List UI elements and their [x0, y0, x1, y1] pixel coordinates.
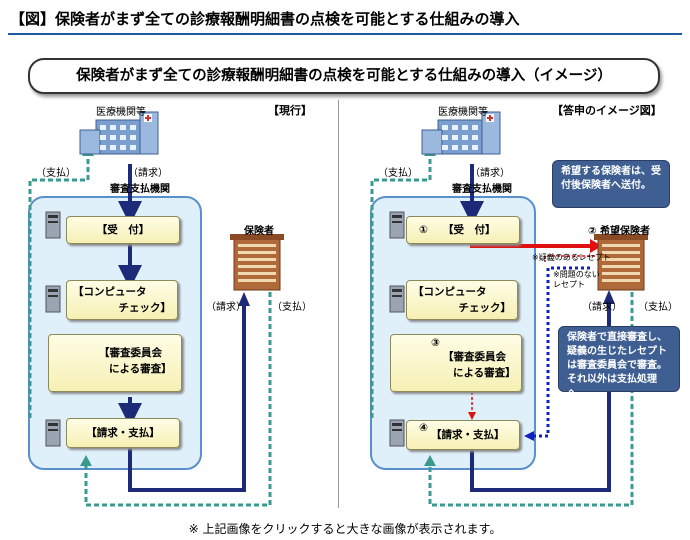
left-insurer-label: 保険者 [244, 226, 274, 237]
right-org-label: 審査支払機関 [452, 184, 512, 195]
left-insurer-claim-label: （請求） [206, 302, 246, 313]
left-step-claim-pay: 【請求・支払】 [66, 418, 180, 448]
right-insurer-claim-label: （請求） [582, 302, 622, 313]
left-insurer-pay-label: （支払） [272, 302, 312, 313]
right-claim-to-insurer-arrow [470, 290, 615, 492]
right-claim-label: （請求） [470, 168, 510, 179]
left-hospital-icon [79, 111, 159, 155]
right-no-issue-receipt-label: ※問題のない レセプト [553, 270, 600, 290]
right-doubt-receipt-label: ※疑義のあるレセプト [532, 253, 611, 262]
right-server-icon-1 [389, 211, 405, 239]
right-proposal-tag: 【答申のイメージ図】 [552, 104, 662, 117]
right-step-claim-pay-label: 【請求・支払】 [431, 429, 505, 441]
left-server-icon-1 [45, 211, 61, 239]
footer-note: ※ 上記画像をクリックすると大きな画像が表示されます。 [188, 522, 502, 536]
right-note-send-to-insurer: 希望する保険者は、受付後保険者へ送付。 [552, 160, 670, 208]
right-step-number-3: ③ [431, 337, 440, 349]
left-step-review-line1: 【審査委員会 [99, 347, 162, 359]
right-note-direct-review: 保険者で直接審査し、疑義の生じたレセプトは審査委員会で審査。それ以外は支払処理へ… [558, 326, 680, 399]
left-claim-to-insurer-arrow [128, 292, 250, 492]
right-insurer-name: 希望保険者 [599, 226, 650, 237]
left-claim-label: （請求） [128, 168, 168, 179]
right-step-committee-review: ③ 【審査委員会 による審査】 [390, 334, 522, 392]
left-step-check-line2: チェック】 [118, 302, 172, 314]
right-hospital-label: 医療機関等 [438, 107, 488, 118]
right-step-review-line2: による審査】 [453, 367, 516, 379]
right-no-issue-receipt-arrow [524, 266, 590, 441]
right-step-computer-check: 【コンピュータ チェック】 [406, 280, 518, 320]
right-step-check-line1: 【コンピュータ [413, 286, 487, 298]
right-insurer-pay-label: （支払） [638, 302, 678, 313]
heading-rule [8, 33, 682, 35]
right-pay-label: （支払） [378, 168, 418, 179]
right-step-number-4: ④ [419, 422, 428, 434]
right-step-receive-label: 【受 付】 [443, 224, 496, 236]
panel-divider [338, 100, 339, 508]
right-step-number-2: ② [588, 226, 597, 237]
left-insurer-pay-arrow [80, 292, 272, 507]
page-heading: 【図】保険者がまず全ての診療報酬明細書の点検を可能とする仕組みの導入 [10, 10, 520, 28]
left-hospital-label: 医療機関等 [96, 107, 146, 118]
left-step-computer-check: 【コンピュータ チェック】 [66, 280, 178, 320]
right-hospital-icon [421, 111, 501, 155]
right-step-number-1: ① [419, 224, 428, 236]
left-org-label: 審査支払機関 [110, 184, 170, 195]
right-no-issue-line2: レセプト [553, 280, 585, 289]
left-insurer-building-icon [230, 234, 284, 291]
right-step-review-line1: 【審査委員会 [443, 351, 506, 363]
right-server-icon-3 [389, 419, 405, 447]
right-doubt-receipt-arrow [468, 255, 595, 420]
left-server-icon-3 [45, 419, 61, 447]
right-step-receive: ① 【受 付】 [406, 216, 520, 244]
left-pay-label: （支払） [36, 168, 76, 179]
right-insurer-pay-arrow [424, 292, 634, 507]
left-step-receive: 【受 付】 [66, 216, 180, 244]
left-step-check-line1: 【コンピュータ [73, 286, 147, 298]
right-insurer-label: ② 希望保険者 [588, 222, 650, 237]
right-step-claim-pay: ④ 【請求・支払】 [406, 420, 520, 450]
left-server-icon-2 [45, 285, 61, 313]
left-current-tag: 【現行】 [268, 104, 312, 117]
right-insurer-building-icon [594, 234, 648, 291]
diagram-banner: 保険者がまず全ての診療報酬明細書の点検を可能とする仕組みの導入（イメージ） [28, 58, 660, 94]
right-server-icon-2 [389, 285, 405, 313]
right-no-issue-line1: ※問題のない [553, 270, 600, 279]
left-step-review-line2: による審査】 [109, 363, 172, 375]
right-step-check-line2: チェック】 [458, 302, 512, 314]
left-step-committee-review: 【審査委員会 による審査】 [48, 334, 182, 392]
